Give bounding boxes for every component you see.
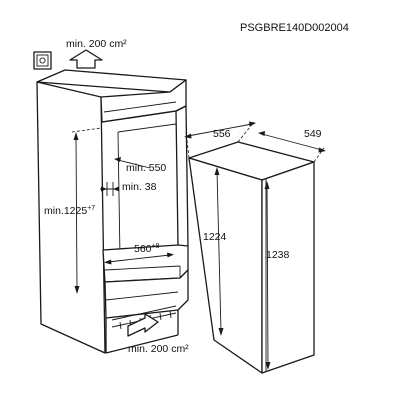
unit-height-body-label: 1224: [203, 231, 227, 243]
top-vent-label: min. 200 cm²: [66, 38, 127, 50]
top-vent-arrow-icon: [69, 49, 103, 69]
model-code: PSGBRE140D002004: [240, 22, 349, 34]
unit-height-body-dimension: [214, 167, 224, 336]
min-gap-label: min. 38: [122, 181, 157, 193]
niche-depth-dimension: [114, 157, 151, 169]
appliance: [188, 141, 315, 374]
unit-width-dimension: [184, 121, 256, 159]
niche-width-dimension: [104, 252, 174, 265]
power-socket-icon: [33, 51, 52, 70]
niche-depth-label: min. 550: [126, 162, 166, 174]
unit-depth-label: 549: [304, 128, 322, 140]
unit-depth-dimension: [258, 131, 326, 163]
niche-height-label: min.1225+7: [44, 205, 95, 217]
bottom-vent-label: min. 200 cm²: [128, 343, 189, 355]
unit-height-total-dimension: [264, 181, 271, 370]
niche-width-label: 560+8: [134, 243, 160, 255]
unit-width-label: 556: [213, 128, 231, 140]
cabinet: [36, 69, 189, 354]
unit-height-total-label: 1238: [266, 249, 290, 261]
min-gap-dimension: [100, 182, 119, 196]
bottom-vent-arrow-icon: [127, 313, 159, 337]
niche-height-dimension: [71, 127, 102, 294]
